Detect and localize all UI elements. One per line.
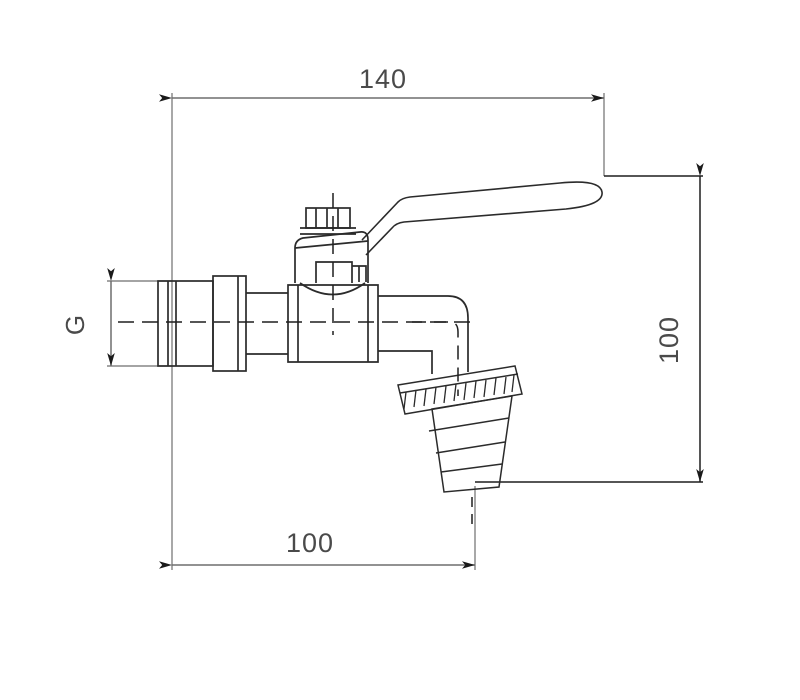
outlet-elbow	[412, 295, 469, 374]
hex-nut	[212, 275, 247, 372]
hose-barb	[428, 395, 513, 493]
knurled-collar	[397, 365, 523, 415]
dimension-label-G: G	[60, 315, 90, 335]
extension-lines	[171, 93, 605, 570]
valve-body	[287, 284, 412, 363]
inlet-pipe	[246, 292, 288, 355]
lever-handle	[361, 181, 603, 256]
valve-assembly	[157, 181, 603, 493]
dimension-100-vertical: 100	[654, 163, 704, 482]
dimension-100-bottom: 100	[159, 528, 475, 569]
dimension-label-100-vertical: 100	[654, 316, 684, 364]
dimension-label-140: 140	[359, 64, 407, 94]
dimension-label-100-bottom: 100	[286, 528, 334, 558]
stem-packing-nut	[300, 207, 356, 235]
centerline-outlet	[412, 321, 459, 396]
extension-lines-dark	[475, 175, 703, 483]
dimension-140: 140	[159, 64, 604, 102]
centerlines	[118, 193, 473, 530]
